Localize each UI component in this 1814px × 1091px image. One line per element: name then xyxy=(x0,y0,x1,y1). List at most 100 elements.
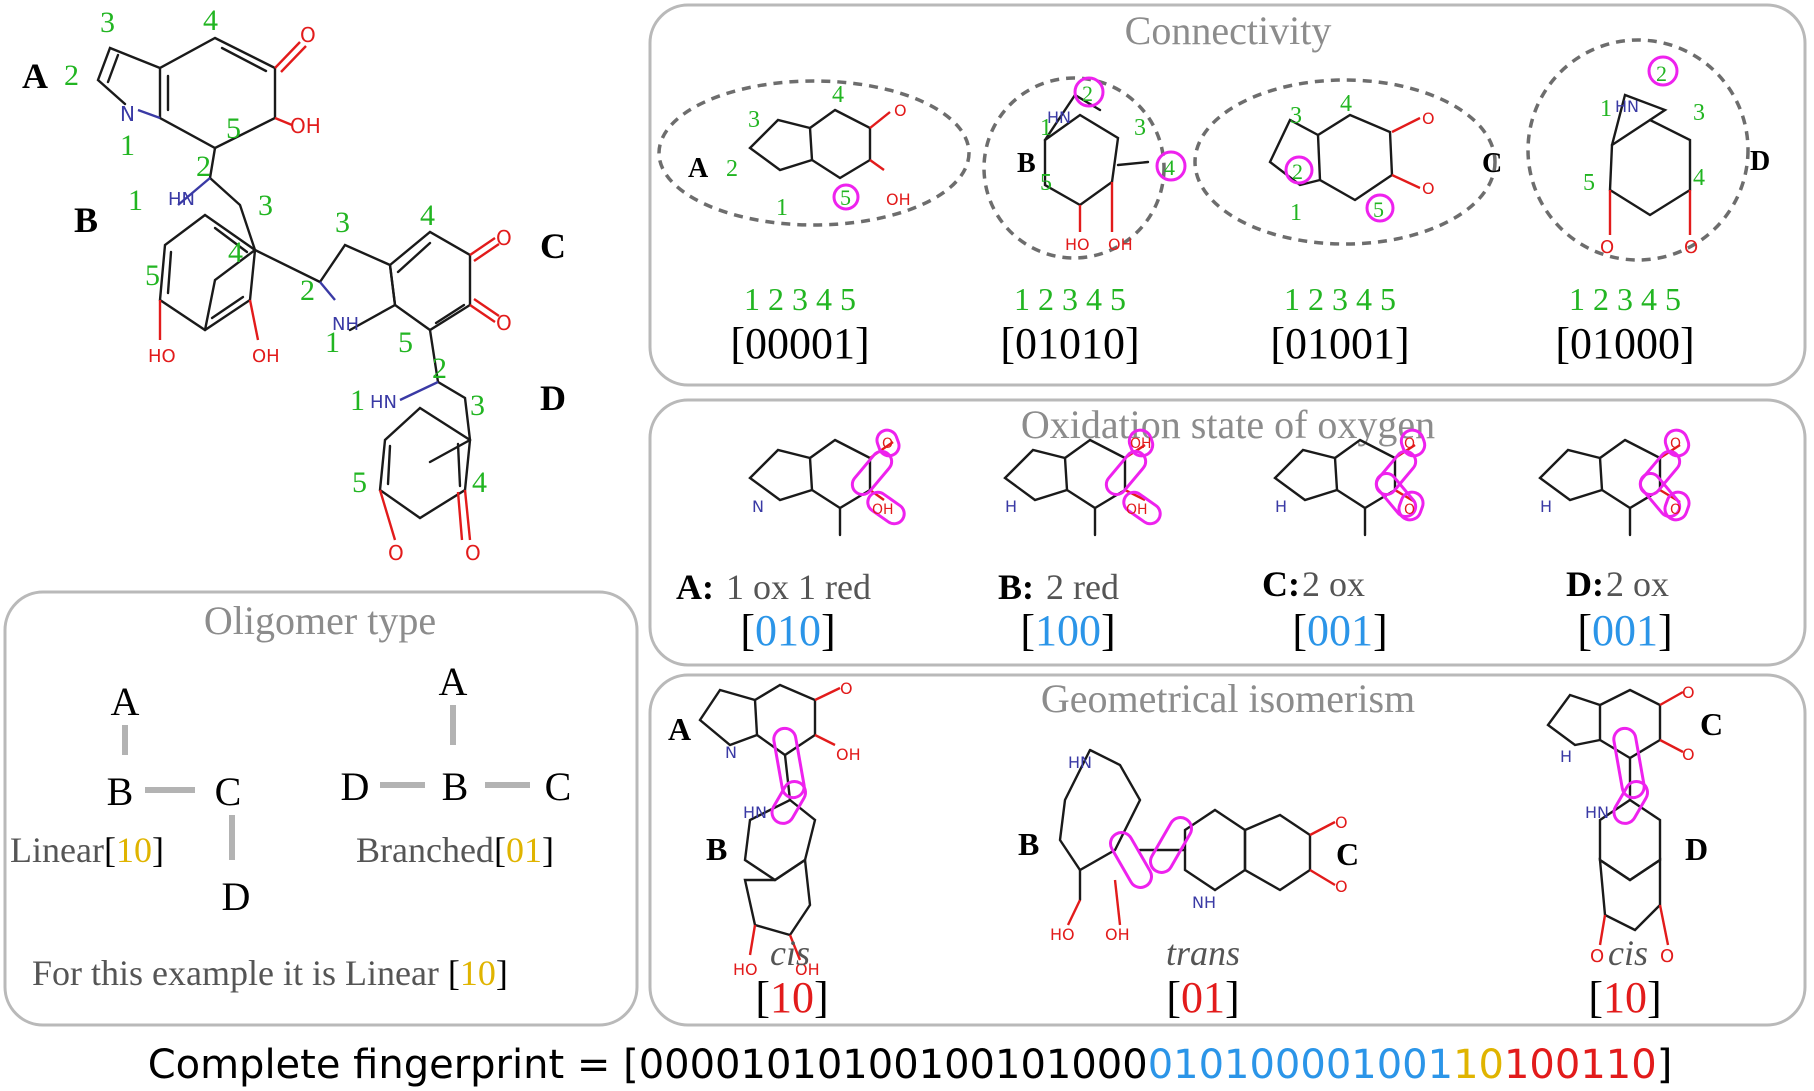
panel-frame xyxy=(648,3,1807,387)
atom-o: O xyxy=(1600,237,1614,258)
pos-d-5: 5 xyxy=(352,466,367,499)
oxidation-code: [010] xyxy=(740,606,835,655)
pos-3: 3 xyxy=(1693,100,1705,126)
atom-o: O xyxy=(1335,813,1348,832)
atom-o: O xyxy=(1335,877,1348,896)
main-tetramer-structure: N O OH HN HO OH xyxy=(22,4,566,565)
atom-ho: HO xyxy=(733,960,758,979)
connectivity-unit-b: B 2 1 3 4 5 HN HO OH 1 2 3 4 5 [01010] xyxy=(982,76,1187,368)
oxidation-desc: 2 red xyxy=(1046,567,1119,607)
isomer-pair-ab: N O OH HN HO OH A B cis [10] xyxy=(668,679,861,1022)
atom-hn: HN xyxy=(743,803,767,822)
right-label: C xyxy=(1336,836,1359,872)
pos-5: 5 xyxy=(1583,170,1595,196)
pos-d-3: 3 xyxy=(470,389,485,422)
isomer-type: trans xyxy=(1166,933,1240,973)
atom-o: O xyxy=(1590,946,1604,967)
unit-b-structure: HN HO OH xyxy=(148,176,322,367)
unit-label: B: xyxy=(998,567,1034,607)
pos-c-4: 4 xyxy=(420,199,435,232)
linear-diagram: A B C D Linear[10] xyxy=(10,679,250,919)
pos-d-4: 4 xyxy=(472,466,487,499)
connectivity-panel: Connectivity A 3 4 2 1 5 O OH 1 2 3 4 5 … xyxy=(648,3,1807,387)
position-header: 1 2 3 4 5 xyxy=(1014,281,1126,317)
pos-3: 3 xyxy=(1134,115,1146,141)
oxidation-code: [001] xyxy=(1577,606,1672,655)
atom-o: O xyxy=(388,541,404,565)
atom-oh: OH xyxy=(1126,502,1148,518)
unit-label-a: A xyxy=(22,56,48,96)
atom-oh: OH xyxy=(886,190,911,209)
pos-a-2: 2 xyxy=(64,59,79,92)
atom-oh: OH xyxy=(1130,436,1152,452)
oxidation-desc: 2 ox xyxy=(1302,564,1365,604)
connectivity-unit-d: D 2 1 3 4 5 HN O O 1 2 3 4 5 [01000] xyxy=(1526,38,1770,368)
oxidation-unit-a: N O OH A: 1 ox 1 red [010] xyxy=(676,428,906,655)
unit-label-d: D xyxy=(540,378,566,418)
pos-d-1: 1 xyxy=(350,384,365,417)
pos-5: 5 xyxy=(840,185,851,210)
pos-b-4: 4 xyxy=(228,236,243,269)
atom-n: N xyxy=(752,497,764,516)
atom-o: O xyxy=(1422,109,1435,128)
pos-c-2: 2 xyxy=(300,274,315,307)
atom-o: O xyxy=(1404,502,1415,518)
atom-oh: OH xyxy=(795,960,820,979)
linear-label: Linear[10] xyxy=(10,830,164,870)
pos-2: 2 xyxy=(1656,61,1667,86)
atom-o: O xyxy=(894,101,907,120)
atom-oh: OH xyxy=(836,745,861,764)
unit-label: A: xyxy=(676,567,714,607)
panel-frame xyxy=(3,590,639,1027)
isomer-type: cis xyxy=(1608,933,1648,973)
atom-hn: HN xyxy=(1047,108,1071,127)
unit-d-structure: HN O O xyxy=(370,380,481,565)
atom-hn: HN xyxy=(370,392,397,413)
unit-label: B xyxy=(1017,148,1036,179)
pos-5: 5 xyxy=(1373,197,1384,222)
atom-hn: HN xyxy=(1615,97,1639,116)
connectivity-code: [01010] xyxy=(1000,319,1139,368)
pos-c-3: 3 xyxy=(335,206,350,239)
atom-oh: OH xyxy=(1108,235,1133,254)
oxidation-desc: 1 ox 1 red xyxy=(726,567,871,607)
unit-label: D: xyxy=(1566,564,1604,604)
right-label: D xyxy=(1685,831,1708,867)
left-label: C xyxy=(1700,706,1723,742)
atom-o: O xyxy=(1682,745,1695,764)
oxidation-unit-c: H O O C: 2 ox [001] xyxy=(1262,428,1427,655)
unit-label-c: C xyxy=(540,226,566,266)
pos-2: 2 xyxy=(1082,81,1093,106)
atom-o: O xyxy=(496,311,512,335)
example-text: For this example it is Linear [10] xyxy=(32,953,508,993)
panel-title: Geometrical isomerism xyxy=(1041,676,1415,721)
pos-d-2: 2 xyxy=(432,352,447,385)
node-c: C xyxy=(545,764,572,809)
pos-1: 1 xyxy=(1600,96,1612,122)
atom-hn: HN xyxy=(1068,753,1092,772)
oxidation-desc: 2 ox xyxy=(1606,564,1669,604)
pos-c-5: 5 xyxy=(398,326,413,359)
pos-5: 5 xyxy=(1040,170,1052,196)
node-b: B xyxy=(107,769,134,814)
oxidation-unit-b: H OH OH B: 2 red [100] xyxy=(998,428,1162,655)
pos-4: 4 xyxy=(832,82,844,108)
oxidation-unit-d: H O O D: 2 ox [001] xyxy=(1538,428,1691,655)
position-numbers: 3 4 2 1 5 2 1 3 4 5 3 4 2 1 5 2 1 3 4 5 xyxy=(64,4,487,499)
panel-title: Oxidation state of oxygen xyxy=(1021,402,1435,447)
atom-nh: NH xyxy=(332,314,359,335)
atom-n: N xyxy=(120,102,135,126)
isomer-code: [10] xyxy=(755,973,828,1022)
pos-4: 4 xyxy=(1164,155,1175,180)
oxidation-code: [100] xyxy=(1020,606,1115,655)
atom-o: O xyxy=(1422,179,1435,198)
node-d: D xyxy=(341,764,370,809)
unit-label: C: xyxy=(1262,564,1300,604)
pos-2: 2 xyxy=(726,156,738,182)
atom-nh: H xyxy=(1005,497,1017,516)
atom-oh: OH xyxy=(1105,925,1130,944)
pos-c-1: 1 xyxy=(325,326,340,359)
pos-3: 3 xyxy=(748,107,760,133)
atom-hn: HN xyxy=(1585,803,1609,822)
